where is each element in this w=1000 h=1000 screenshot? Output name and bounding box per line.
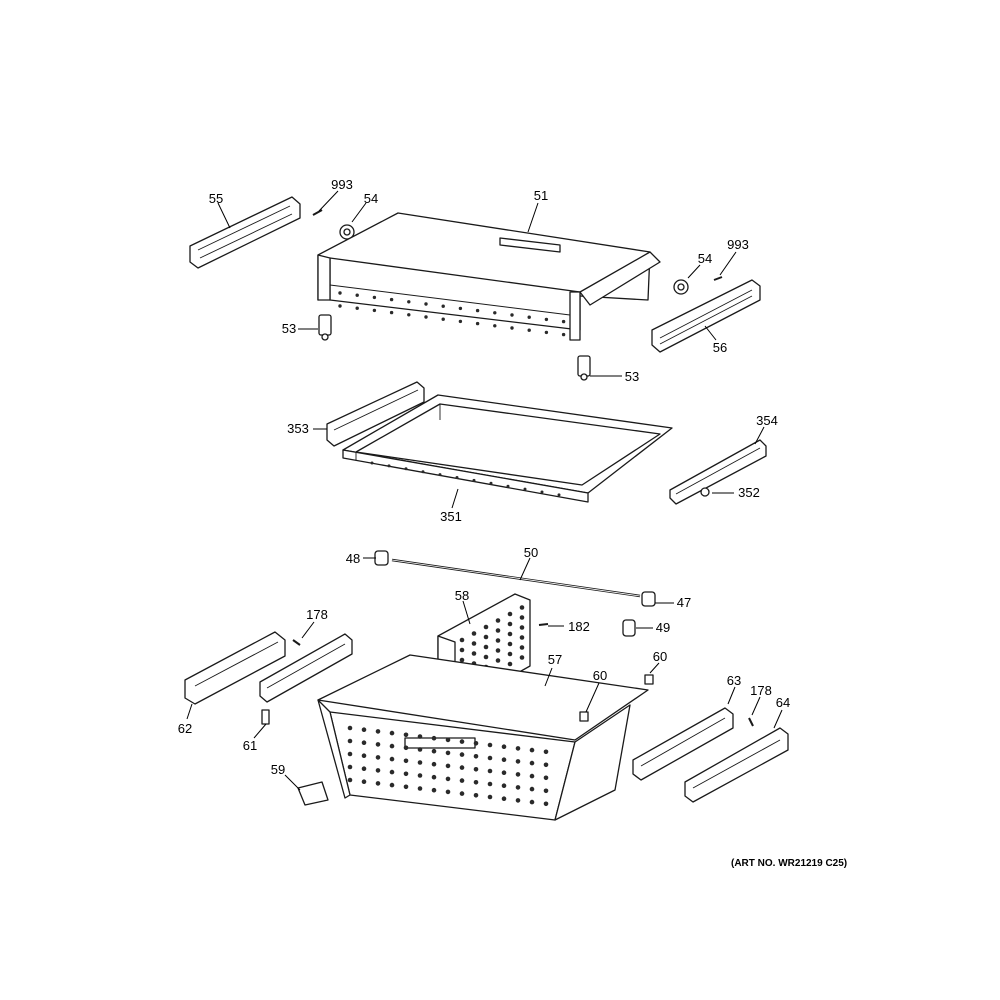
callout-54-right: 54 [698, 251, 712, 266]
basket-57-holes [347, 725, 549, 807]
part-54-roller-left [339, 224, 355, 240]
callout-53-right: 53 [625, 369, 639, 384]
part-59-bracket [297, 781, 329, 806]
part-62-rail [184, 631, 286, 705]
callout-353: 353 [287, 421, 309, 436]
part-54-roller-right [673, 279, 689, 295]
callout-62: 62 [178, 721, 192, 736]
part-182-screw [538, 623, 549, 626]
callout-64: 64 [776, 695, 790, 710]
part-993-screw-left [312, 209, 323, 216]
part-64-rail [684, 727, 789, 803]
part-53-clip-left [318, 314, 332, 341]
part-55-left-rail [189, 196, 301, 269]
callout-50: 50 [524, 545, 538, 560]
callout-351: 351 [440, 509, 462, 524]
callout-59: 59 [271, 762, 285, 777]
part-57-basket [317, 654, 649, 821]
part-60-tab-b [579, 711, 589, 722]
part-60-tab-a [644, 674, 654, 685]
callout-47: 47 [677, 595, 691, 610]
part-353-left-rail [326, 381, 425, 447]
part-354-right-rail [669, 439, 767, 505]
callout-54-left: 54 [364, 191, 378, 206]
callout-56: 56 [713, 340, 727, 355]
part-63-rail [632, 707, 734, 781]
drawer-51-vent-holes [338, 291, 566, 337]
callout-labels: 55 993 54 51 993 54 53 56 53 353 354 352… [178, 177, 790, 777]
leader-lines [186, 190, 783, 791]
part-178-screw-left [292, 639, 301, 646]
part-49-clip [622, 619, 636, 637]
callout-182: 182 [568, 619, 590, 634]
part-351-tray [342, 394, 673, 503]
callout-51: 51 [534, 188, 548, 203]
callout-49: 49 [656, 620, 670, 635]
callout-993-right: 993 [727, 237, 749, 252]
callout-60-lower: 60 [593, 668, 607, 683]
callout-58: 58 [455, 588, 469, 603]
part-47-bracket [641, 591, 656, 607]
callout-57: 57 [548, 652, 562, 667]
callout-53-left: 53 [282, 321, 296, 336]
callout-60-upper: 60 [653, 649, 667, 664]
callout-55: 55 [209, 191, 223, 206]
part-53-clip-right [577, 355, 591, 381]
part-993-screw-right [713, 276, 723, 281]
callout-63: 63 [727, 673, 741, 688]
callout-178-right: 178 [750, 683, 772, 698]
part-352-roller [700, 487, 710, 497]
callout-352: 352 [738, 485, 760, 500]
callout-48: 48 [346, 551, 360, 566]
part-56-right-rail [651, 279, 761, 353]
callout-993-left: 993 [331, 177, 353, 192]
callout-61: 61 [243, 738, 257, 753]
part-50-rod [391, 558, 641, 598]
art-number: (ART NO. WR21219 C25) [731, 858, 848, 869]
part-48-bracket [374, 550, 389, 566]
tray-351-vent-holes [370, 461, 561, 497]
part-51-upper-drawer [317, 212, 661, 341]
callout-178-left: 178 [306, 607, 328, 622]
part-178-screw-right [748, 717, 754, 727]
callout-354: 354 [756, 413, 778, 428]
